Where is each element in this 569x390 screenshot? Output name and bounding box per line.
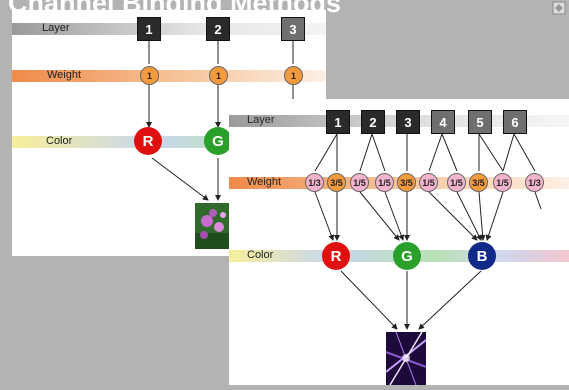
layer-cube-4: 4 — [431, 110, 455, 134]
weight-circle-2: 3/5 — [327, 173, 346, 192]
connector-lines-large — [314, 133, 542, 330]
diagram-large: Layer 1 2 3 4 5 6 Weight 1/3 3/5 1/5 1/5… — [229, 99, 569, 386]
layer-cube-3: 3 — [281, 17, 305, 41]
layer-cube-5: 5 — [468, 110, 492, 134]
layer-cube-3: 3 — [396, 110, 420, 134]
color-row-label: Color — [247, 249, 274, 261]
color-circle-g: G — [204, 127, 232, 155]
color-circle-r: R — [322, 242, 350, 270]
layer-cube-1: 1 — [326, 110, 350, 134]
weight-circle-10: 1/3 — [525, 173, 544, 192]
composite-abstract-photo — [385, 331, 427, 386]
weight-circle-3: 1/5 — [350, 173, 369, 192]
composite-flower-photo — [195, 203, 231, 249]
weight-row-label: Weight — [47, 69, 82, 81]
weight-circle-8: 3/5 — [469, 173, 488, 192]
layer-cube-2: 2 — [361, 110, 385, 134]
weight-circle-2: 1 — [209, 66, 228, 85]
weight-circle-1: 1/3 — [305, 173, 324, 192]
layer-row-label: Layer — [42, 22, 70, 34]
color-circle-r: R — [134, 127, 162, 155]
weight-circle-7: 1/5 — [447, 173, 466, 192]
weight-circle-5: 3/5 — [397, 173, 416, 192]
weight-circle-3: 1 — [284, 66, 303, 85]
corner-decoration-icon — [551, 0, 567, 16]
layer-cube-2: 2 — [206, 17, 230, 41]
layer-cube-6: 6 — [503, 110, 527, 134]
layer-row-label: Layer — [247, 114, 275, 126]
weight-circle-9: 1/5 — [493, 173, 512, 192]
layer-band — [12, 23, 326, 35]
color-circle-g: G — [393, 242, 421, 270]
weight-circle-4: 1/5 — [375, 173, 394, 192]
weight-circle-6: 1/5 — [419, 173, 438, 192]
layer-cube-1: 1 — [137, 17, 161, 41]
weight-circle-1: 1 — [140, 66, 159, 85]
color-circle-b: B — [468, 242, 496, 270]
weight-band — [12, 70, 326, 82]
diagram-small: Layer 1 2 3 Weight 1 1 1 Color R G — [12, 10, 326, 256]
weight-row-label: Weight — [247, 176, 282, 188]
color-row-label: Color — [46, 135, 73, 147]
